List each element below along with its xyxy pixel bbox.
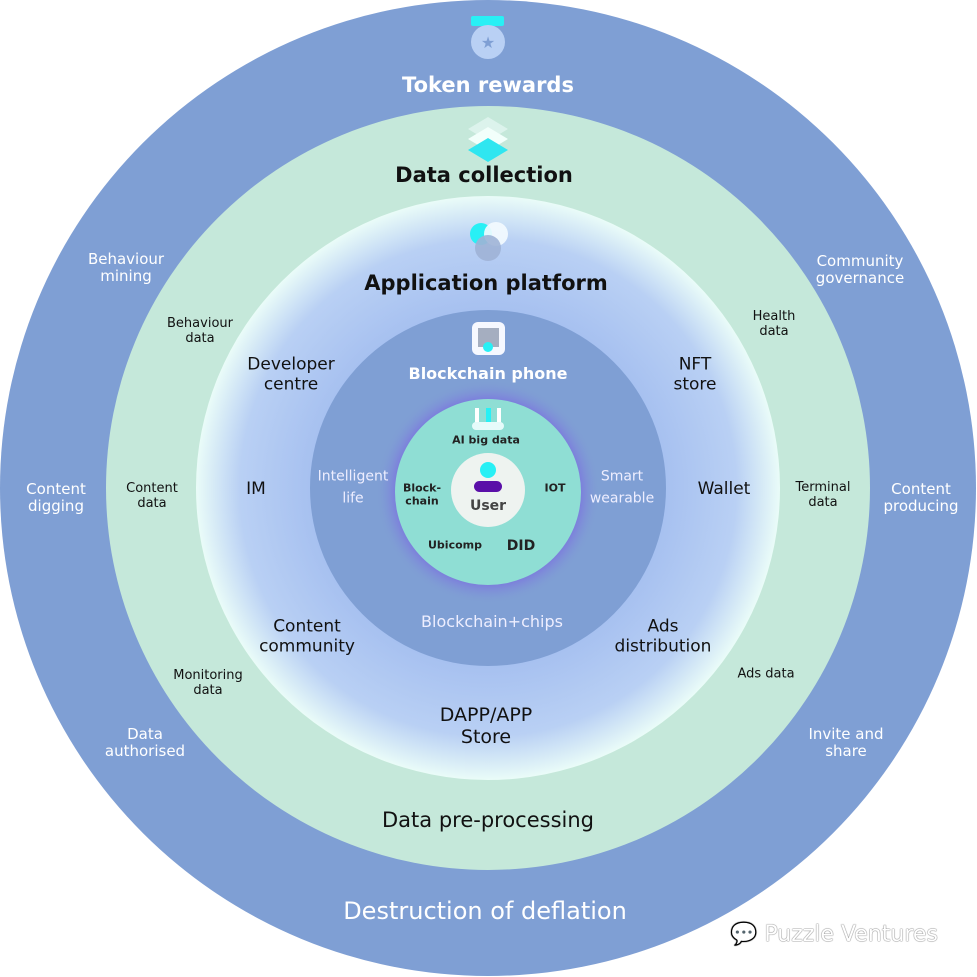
medal-icon: ★ bbox=[471, 16, 505, 59]
phone-icon bbox=[472, 322, 505, 355]
core-item-ubicomp: Ubicomp bbox=[428, 538, 482, 552]
green-item: Behaviour data bbox=[167, 316, 233, 346]
outer-item: Data authorised bbox=[104, 724, 186, 760]
outer-item: Community governance bbox=[815, 251, 905, 287]
layers-icon bbox=[468, 117, 508, 162]
inner-item: Intelligent life bbox=[317, 468, 389, 506]
user-icon bbox=[474, 462, 502, 492]
core-item-ai-big-data: AI big data bbox=[452, 433, 520, 447]
destruction-of-deflation-label: Destruction of deflation bbox=[343, 897, 627, 926]
app-item: Content community bbox=[259, 616, 355, 656]
outer-item: Content digging bbox=[26, 479, 86, 515]
outer-item: Content producing bbox=[883, 479, 959, 515]
green-item: Ads data bbox=[737, 666, 795, 682]
user-label: User bbox=[469, 497, 507, 514]
app-platform-icon bbox=[470, 222, 508, 261]
inner-item: Smart wearable bbox=[589, 468, 655, 506]
app-item: Wallet bbox=[697, 479, 751, 500]
core-item-iot: IOT bbox=[544, 481, 566, 495]
outer-item: Invite and share bbox=[808, 724, 884, 760]
green-item: Terminal data bbox=[795, 480, 851, 510]
core-item-did: DID bbox=[506, 537, 536, 554]
core-item-blockchain: Block-chain bbox=[402, 481, 442, 507]
svg-text:★: ★ bbox=[481, 33, 495, 52]
blockchain-phone-label: Blockchain phone bbox=[408, 363, 568, 383]
app-item: Ads distribution bbox=[614, 616, 712, 656]
outer-item: Behaviour mining bbox=[87, 249, 165, 285]
app-item: NFT store bbox=[673, 354, 717, 394]
app-item: IM bbox=[246, 479, 266, 500]
data-collection-label: Data collection bbox=[395, 162, 573, 187]
token-rewards-label: Token rewards bbox=[402, 72, 574, 97]
dapp-app-store-label: DAPP/APP Store bbox=[439, 704, 533, 748]
application-platform-label: Application platform bbox=[364, 270, 608, 295]
ai-big-data-icon bbox=[472, 408, 504, 430]
watermark-text: Puzzle Ventures bbox=[764, 922, 938, 947]
data-pre-processing-label: Data pre-processing bbox=[382, 807, 594, 832]
green-item: Monitoring data bbox=[173, 668, 243, 698]
app-item: Developer centre bbox=[247, 354, 335, 394]
blockchain-chips-label: Blockchain+chips bbox=[421, 611, 563, 631]
green-item: Content data bbox=[126, 481, 178, 511]
green-item: Health data bbox=[752, 309, 796, 339]
wechat-icon: 💬 bbox=[730, 922, 758, 947]
watermark: 💬 Puzzle Ventures bbox=[730, 922, 938, 947]
